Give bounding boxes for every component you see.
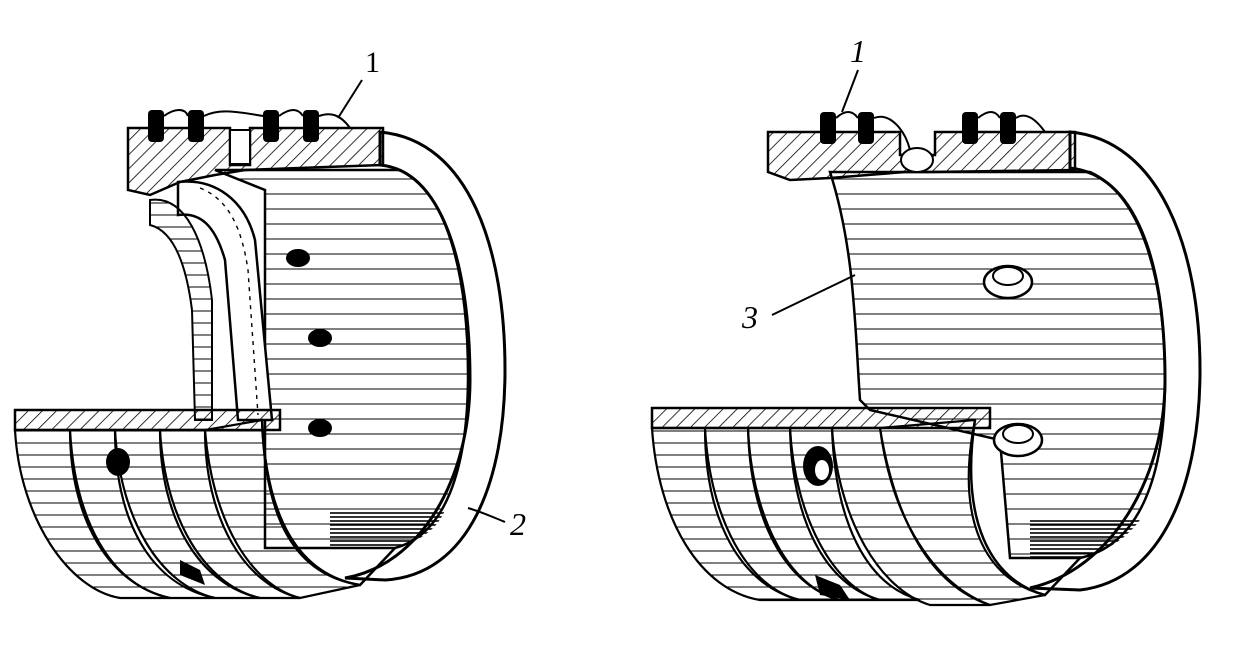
right-callout-1: 1: [850, 33, 866, 69]
left-pins: [148, 110, 319, 142]
left-oil-hole: [308, 329, 332, 347]
left-callout-1: 1: [365, 46, 380, 79]
left-leader-1: [337, 79, 363, 119]
right-leader-1: [841, 69, 859, 113]
right-inner-shell: [828, 170, 1167, 560]
left-oil-hole: [308, 419, 332, 437]
left-bearing: 1 2: [13, 46, 526, 600]
left-shadow-band: [330, 510, 445, 548]
right-oil-hole: [982, 264, 1034, 300]
right-lower-rings: [650, 406, 1081, 607]
right-bearing: 1 3: [650, 33, 1202, 607]
left-callout-2: 2: [510, 506, 526, 542]
right-callout-3: 3: [741, 299, 758, 335]
right-pins: [820, 112, 1016, 144]
left-leader-2: [467, 507, 506, 523]
left-lower-rings: [13, 408, 396, 600]
right-oil-hole: [992, 422, 1044, 458]
left-oil-hole: [286, 249, 310, 267]
left-inner-wall: [149, 198, 213, 421]
right-leader-3: [771, 274, 856, 316]
right-shadow-band: [1030, 520, 1140, 558]
